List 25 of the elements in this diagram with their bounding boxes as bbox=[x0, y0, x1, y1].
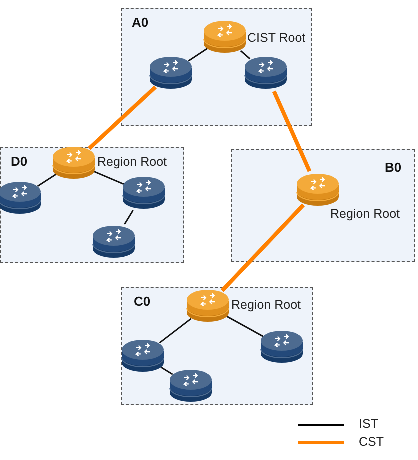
region-box bbox=[121, 8, 312, 126]
ist-link bbox=[226, 316, 264, 338]
ist-link bbox=[240, 50, 251, 60]
region-label: D0 bbox=[11, 154, 28, 169]
region-label: B0 bbox=[385, 160, 402, 175]
switch-caption: CIST Root bbox=[248, 30, 306, 44]
cst-link bbox=[272, 90, 312, 172]
ist-link bbox=[124, 210, 134, 225]
switch-caption: Region Root bbox=[232, 298, 301, 312]
switch-caption: Region Root bbox=[330, 206, 400, 220]
switch-caption: Region Root bbox=[98, 154, 167, 168]
ist-link bbox=[38, 174, 56, 188]
ist-link bbox=[188, 48, 208, 62]
ist-link bbox=[160, 366, 174, 376]
region-label: A0 bbox=[132, 15, 149, 30]
cst-link bbox=[88, 86, 157, 150]
region-box bbox=[121, 287, 313, 405]
ist-link bbox=[159, 318, 192, 344]
legend-label: IST bbox=[359, 417, 378, 431]
region-box bbox=[231, 149, 415, 262]
cst-link bbox=[220, 204, 306, 292]
ist-link bbox=[94, 170, 124, 186]
region-label: C0 bbox=[134, 294, 151, 309]
region-box bbox=[0, 147, 184, 263]
legend-label: CST bbox=[359, 435, 384, 449]
